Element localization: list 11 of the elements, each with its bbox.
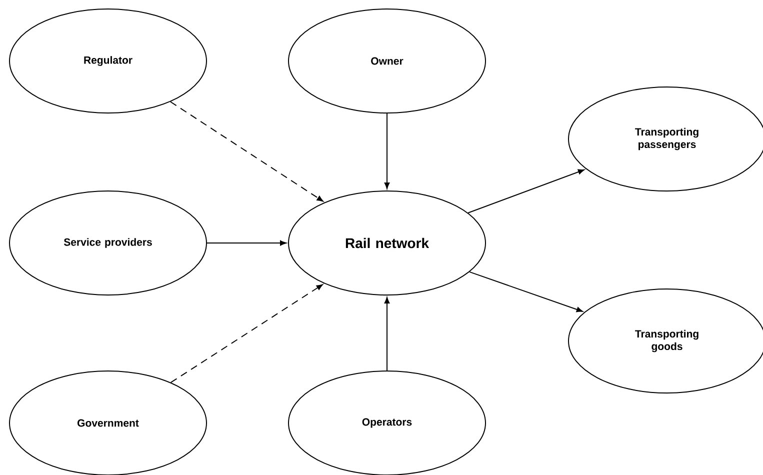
- ellipse-node: Owner: [288, 8, 486, 114]
- ellipse-node: Regulator: [9, 8, 207, 114]
- arrow: [384, 113, 390, 189]
- arrow: [469, 271, 583, 312]
- arrow: [384, 297, 390, 371]
- ellipse-node: Service providers: [9, 190, 207, 296]
- arrow: [170, 101, 324, 202]
- arrow: [468, 169, 584, 214]
- arrow: [206, 240, 286, 246]
- arrow: [170, 284, 323, 383]
- ellipse-node: Rail network: [288, 190, 486, 296]
